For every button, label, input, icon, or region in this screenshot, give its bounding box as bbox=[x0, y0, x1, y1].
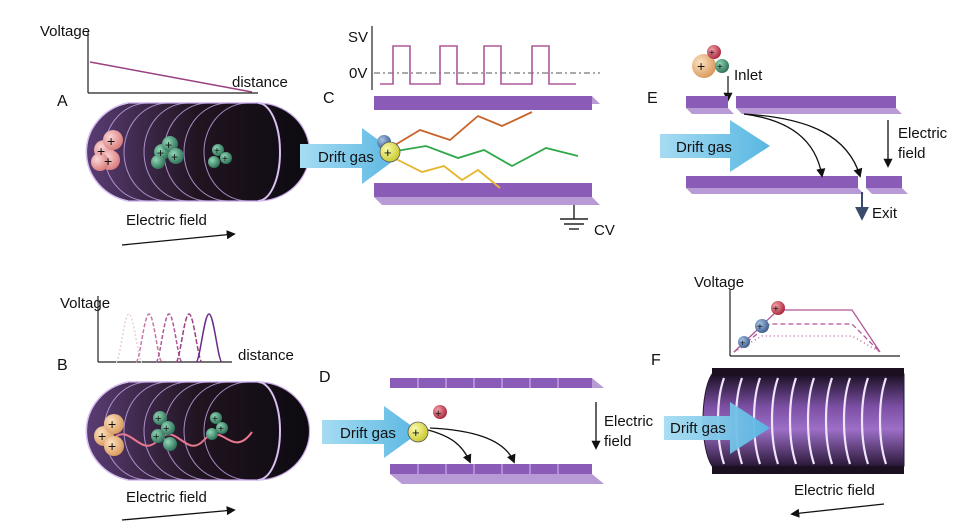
panel-c-sv-label: SV bbox=[348, 29, 368, 46]
panel-d-drift-gas-arrow: Drift gas bbox=[322, 406, 420, 458]
panel-b-pulses bbox=[115, 313, 223, 363]
panel-c-top-plate bbox=[374, 96, 600, 110]
panel-d-letter: D bbox=[319, 369, 331, 386]
panel-f-y-label: Voltage bbox=[694, 274, 744, 291]
panel-a-ions-pink: ++ + bbox=[91, 130, 123, 171]
svg-text:+: + bbox=[709, 48, 715, 59]
svg-text:+: + bbox=[155, 413, 161, 425]
svg-text:+: + bbox=[412, 425, 420, 440]
panel-c-trace-green bbox=[389, 145, 579, 168]
panel-c-drift-gas-arrow: Drift gas bbox=[300, 128, 400, 184]
panel-d-trajectory-2 bbox=[429, 427, 516, 464]
panel-d-top-plate bbox=[390, 378, 604, 388]
panel-c-sv-waveform bbox=[380, 45, 576, 85]
svg-text:+: + bbox=[97, 143, 105, 159]
svg-text:+: + bbox=[163, 423, 169, 435]
panel-b: Voltage distance B bbox=[57, 295, 311, 521]
panel-c-trace-yellow bbox=[389, 155, 501, 189]
panel-a: Voltage distance A ++ + bbox=[40, 23, 311, 246]
panel-f-voltage-profiles bbox=[733, 309, 881, 353]
panel-c: SV 0V C Drift gas + bbox=[300, 26, 615, 239]
panel-d-ions: + + bbox=[407, 405, 447, 443]
svg-text:+: + bbox=[108, 438, 116, 454]
panel-e-gas-label: Drift gas bbox=[676, 139, 732, 156]
panel-b-y-label: Voltage bbox=[60, 295, 110, 312]
panel-f-field-arrow bbox=[790, 503, 885, 518]
panel-e-inlet-label: Inlet bbox=[734, 67, 763, 84]
svg-text:+: + bbox=[218, 424, 224, 435]
panel-a-ions-green: ++ + bbox=[151, 136, 184, 169]
svg-text:+: + bbox=[757, 322, 763, 333]
panel-c-ions: + bbox=[377, 135, 401, 163]
svg-text:+: + bbox=[107, 133, 115, 149]
svg-text:+: + bbox=[165, 138, 172, 152]
panel-e-top-plate bbox=[686, 96, 902, 114]
panel-b-oscillation bbox=[111, 431, 253, 447]
panel-c-cv-label: CV bbox=[594, 222, 615, 239]
svg-text:+: + bbox=[222, 154, 228, 165]
svg-text:+: + bbox=[153, 431, 159, 443]
svg-text:+: + bbox=[697, 58, 705, 74]
panel-b-field-label: Electric field bbox=[126, 489, 207, 506]
panel-e-trajectory-1 bbox=[743, 113, 826, 178]
panel-b-ions-tan: ++ + bbox=[94, 414, 124, 456]
panel-a-field-arrow bbox=[121, 230, 236, 246]
panel-a-field-label: Electric field bbox=[126, 212, 207, 229]
panel-a-voltage-ramp bbox=[89, 61, 253, 93]
panel-c-zero-label: 0V bbox=[349, 65, 367, 82]
panel-d-trajectory-1 bbox=[427, 429, 472, 464]
panel-e-bottom-plate bbox=[686, 176, 908, 194]
panel-b-letter: B bbox=[57, 357, 68, 374]
panel-e-field-label-1: Electric bbox=[898, 125, 948, 142]
svg-text:+: + bbox=[717, 62, 723, 73]
panel-d-gas-label: Drift gas bbox=[340, 425, 396, 442]
panel-a-y-label: Voltage bbox=[40, 23, 90, 40]
panel-f-drift-gas-arrow: Drift gas bbox=[664, 402, 770, 454]
panel-a-drift-tube bbox=[85, 102, 311, 202]
panel-d-field-label-2: field bbox=[604, 433, 632, 450]
panel-f: Voltage + + + F bbox=[651, 274, 905, 518]
panel-b-x-label: distance bbox=[238, 347, 294, 364]
svg-text:+: + bbox=[104, 153, 112, 169]
svg-text:+: + bbox=[98, 428, 106, 444]
panel-f-ions: + + + bbox=[738, 301, 785, 348]
svg-text:+: + bbox=[108, 416, 116, 432]
panel-e-inlet-ions: + + + bbox=[692, 45, 729, 78]
panel-a-letter: A bbox=[57, 93, 68, 110]
svg-text:+: + bbox=[171, 150, 178, 164]
panel-f-drift-tube bbox=[702, 368, 905, 474]
svg-text:+: + bbox=[157, 146, 164, 160]
panel-e-field-label-2: field bbox=[898, 145, 926, 162]
panel-e-exit-label: Exit bbox=[872, 205, 898, 222]
panel-a-ions-dark: ++ bbox=[208, 144, 232, 168]
panel-c-ground-symbol bbox=[560, 205, 588, 230]
panel-c-bottom-plate bbox=[374, 183, 600, 205]
svg-text:+: + bbox=[212, 414, 218, 425]
panel-b-drift-tube bbox=[85, 381, 311, 481]
panel-d-bottom-plate bbox=[390, 464, 604, 484]
svg-text:+: + bbox=[384, 145, 392, 160]
panel-a-x-label: distance bbox=[232, 74, 288, 91]
panel-d: D Drift gas + bbox=[319, 369, 654, 484]
panel-e-trajectory-2 bbox=[743, 113, 863, 178]
svg-text:+: + bbox=[740, 338, 745, 348]
panel-c-letter: C bbox=[323, 90, 335, 107]
panel-e: E + + + Inlet Drift gas bbox=[647, 45, 948, 222]
panel-f-letter: F bbox=[651, 352, 661, 369]
panel-b-ions-green: ++ + bbox=[151, 411, 177, 451]
svg-text:+: + bbox=[773, 304, 779, 315]
svg-text:+: + bbox=[435, 408, 441, 420]
panel-f-field-label: Electric field bbox=[794, 482, 875, 499]
panel-c-trace-orange bbox=[389, 111, 533, 149]
panel-e-drift-gas-arrow: Drift gas bbox=[660, 120, 770, 172]
panel-f-gas-label: Drift gas bbox=[670, 420, 726, 437]
svg-text:+: + bbox=[214, 146, 220, 157]
panel-b-ions-dark: ++ bbox=[206, 412, 228, 440]
panel-b-field-arrow bbox=[121, 506, 236, 521]
panel-d-field-label-1: Electric bbox=[604, 413, 654, 430]
panel-e-letter: E bbox=[647, 90, 658, 107]
panel-c-gas-label: Drift gas bbox=[318, 149, 374, 166]
